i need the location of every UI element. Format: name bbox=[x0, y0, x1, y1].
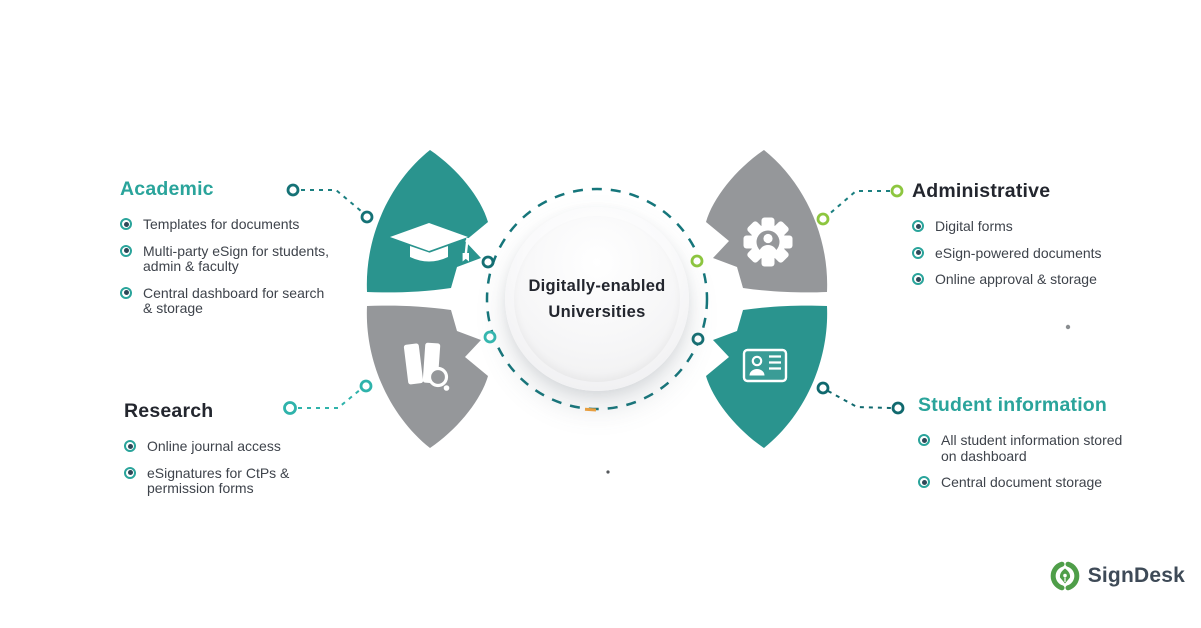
list-item: Multi-party eSign for students, admin & … bbox=[120, 242, 358, 275]
bullet-icon bbox=[912, 220, 924, 232]
list-item-text: Online approval & storage bbox=[935, 271, 1097, 287]
signdesk-logo-text: SignDesk bbox=[1087, 564, 1185, 587]
list-item-text: eSignatures for CtPs & permission forms bbox=[147, 464, 290, 496]
book-search-icon bbox=[403, 342, 450, 391]
center-title-line1: Digitally-enabled bbox=[528, 277, 666, 295]
student-information-section: Student information All student informat… bbox=[918, 394, 1180, 502]
list-item-text: eSign-powered documents bbox=[935, 244, 1102, 261]
signdesk-logo: SignDesk bbox=[1049, 560, 1185, 592]
student-blade bbox=[706, 305, 828, 448]
administrative-heading: Administrative bbox=[912, 180, 1051, 202]
bullet-icon bbox=[120, 286, 132, 299]
id-card-icon bbox=[742, 348, 788, 383]
list-item-text: Online journal access bbox=[147, 438, 281, 454]
list-item: Central dashboard for search & storage bbox=[120, 284, 358, 317]
academic-blade bbox=[366, 150, 488, 293]
research-section: Research Online journal access eSignatur… bbox=[124, 400, 362, 508]
bullet-icon bbox=[918, 476, 930, 488]
bullet-icon bbox=[918, 434, 930, 446]
ring-marker-bottom-left bbox=[483, 330, 497, 344]
list-item-text: Central document storage bbox=[941, 474, 1103, 490]
list-item: Templates for documents bbox=[120, 216, 358, 233]
ring-marker-bottom-right bbox=[691, 332, 705, 346]
decor-dot bbox=[1065, 324, 1071, 330]
bullet-icon bbox=[124, 440, 136, 452]
bullet-icon bbox=[120, 218, 132, 230]
list-item-text: Central dashboard for search & storage bbox=[143, 284, 325, 316]
administrative-connector bbox=[816, 184, 904, 226]
list-item: Online approval & storage bbox=[912, 271, 1167, 288]
list-item: Digital forms bbox=[912, 218, 1167, 235]
gear-user-icon bbox=[743, 217, 793, 267]
research-connector bbox=[283, 379, 373, 415]
center-title-line2: Universities bbox=[548, 303, 646, 321]
student-information-heading: Student information bbox=[918, 394, 1108, 416]
list-item: Central document storage bbox=[918, 474, 1180, 491]
orange-dash bbox=[584, 407, 597, 412]
list-item: All student information stored on dashbo… bbox=[918, 432, 1180, 464]
list-item: eSign-powered documents bbox=[912, 244, 1167, 262]
bullet-icon bbox=[124, 466, 136, 479]
research-heading: Research bbox=[124, 400, 214, 422]
list-item: eSignatures for CtPs & permission forms bbox=[124, 464, 362, 497]
academic-section: Academic Templates for documents Multi-p… bbox=[120, 178, 358, 328]
signdesk-logo-icon bbox=[1050, 561, 1079, 591]
dashed-ring bbox=[485, 187, 709, 411]
list-item-text: Templates for documents bbox=[143, 216, 300, 232]
student-connector bbox=[816, 381, 905, 415]
ring-marker-top-left bbox=[481, 255, 495, 269]
list-item-text: All student information stored on dashbo… bbox=[941, 432, 1123, 464]
bullet-icon bbox=[912, 273, 924, 285]
center-title: Digitally-enabled Universities bbox=[528, 273, 665, 325]
list-item-text: Multi-party eSign for students, admin & … bbox=[143, 242, 329, 274]
academic-connector bbox=[286, 183, 374, 224]
list-item-text: Digital forms bbox=[935, 218, 1013, 234]
list-item: Online journal access bbox=[124, 438, 362, 455]
administrative-section: Administrative Digital forms eSign-power… bbox=[912, 180, 1167, 299]
academic-heading: Academic bbox=[120, 178, 214, 200]
bullet-icon bbox=[120, 244, 132, 257]
decor-dot bbox=[606, 470, 610, 474]
ring-marker-top-right bbox=[690, 254, 704, 268]
center-circle: Digitally-enabled Universities bbox=[505, 207, 689, 391]
bullet-icon bbox=[912, 246, 924, 259]
graduation-cap-icon bbox=[390, 223, 469, 262]
